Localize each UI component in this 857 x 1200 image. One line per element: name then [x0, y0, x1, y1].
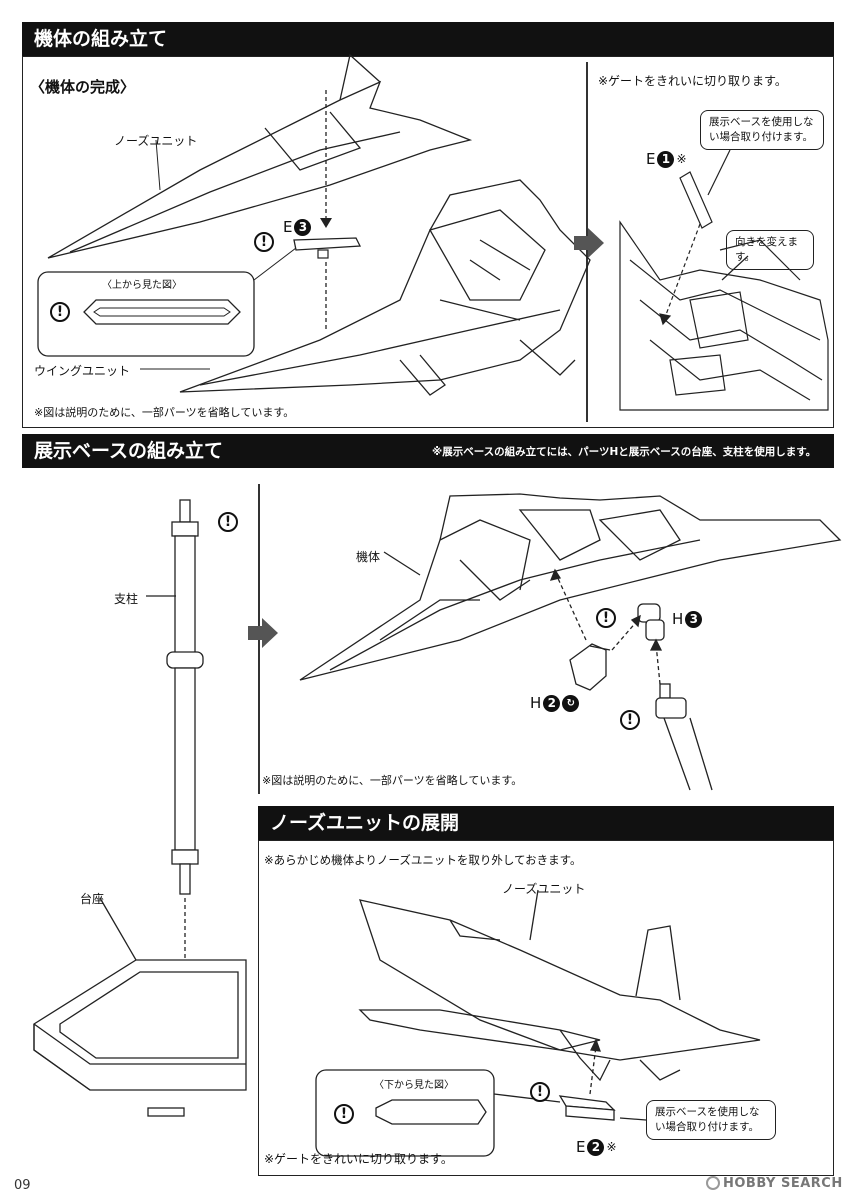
label-bottom-view: 〈下から見た図〉 [374, 1080, 454, 1091]
section3-frame [258, 840, 834, 1176]
warning-icon: ! [596, 608, 616, 628]
step-arrow-icon [574, 228, 604, 258]
watermark-logo: HOBBY SEARCH [706, 1176, 843, 1191]
note-stand-parts: ※展示ベースの組み立てには、パーツHと展示ベースの台座、支柱を使用します。 [432, 446, 817, 458]
warning-icon: ! [254, 232, 274, 252]
warning-icon: ! [530, 1082, 550, 1102]
section1-frame [22, 56, 834, 428]
note-gate-2: ※ゲートをきれいに切り取ります。 [264, 1152, 453, 1166]
page-number: 09 [14, 1178, 31, 1193]
warning-icon: ! [620, 710, 640, 730]
label-top-view: 〈上から見た図〉 [102, 280, 182, 291]
callout-no-stand-2: 展示ベースを使用しない場合取り付けます。 [646, 1100, 776, 1140]
label-base: 台座 [80, 892, 105, 906]
callout-no-stand-1: 展示ベースを使用しない場合取り付けます。 [700, 110, 824, 150]
label-wing-unit: ウイングユニット [34, 364, 131, 378]
section-title-body-assembly: 機体の組み立て [22, 22, 834, 56]
step-arrow-icon [248, 618, 278, 648]
section-title-nose-deploy: ノーズユニットの展開 [258, 806, 834, 840]
label-pillar: 支柱 [114, 592, 139, 606]
warning-icon: ! [218, 512, 238, 532]
note-gate-1: ※ゲートをきれいに切り取ります。 [598, 74, 787, 88]
note-remove-nose: ※あらかじめ機体よりノーズユニットを取り外しておきます。 [264, 853, 582, 867]
warning-icon: ! [334, 1104, 354, 1124]
warning-icon: ! [50, 302, 70, 322]
note-omit-parts-1: ※図は説明のために、一部パーツを省略しています。 [34, 406, 295, 419]
label-nose-unit-2: ノーズユニット [502, 882, 586, 896]
subtitle-body-complete: 〈機体の完成〉 [30, 78, 136, 96]
section-title-stand-assembly: 展示ベースの組み立て [22, 434, 834, 468]
label-body: 機体 [356, 550, 381, 564]
note-omit-parts-2: ※図は説明のために、一部パーツを省略しています。 [262, 774, 523, 787]
watermark-icon [706, 1176, 720, 1190]
